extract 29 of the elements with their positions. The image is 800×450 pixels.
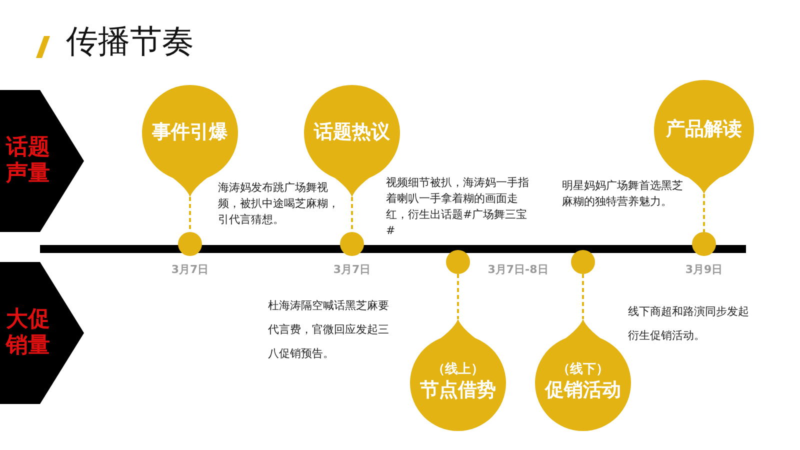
timeline-dot: [340, 232, 364, 256]
page-title: 传播节奏: [66, 21, 194, 62]
dashed-connector: [189, 197, 191, 232]
description-text: 海涛妈发布跳广场舞视频，被扒中途喝芝麻糊，引代言猜想。: [218, 180, 340, 228]
timeline-dot: [692, 232, 716, 256]
node-subtitle: （线上）: [431, 361, 485, 378]
dashed-connector: [703, 194, 705, 232]
date-label: 3月7日: [332, 262, 372, 278]
date-label: 3月9日: [684, 262, 724, 278]
dashed-connector: [582, 274, 584, 319]
node-title: 节点借势: [419, 379, 497, 402]
date-label: 3月7日: [170, 262, 210, 278]
timeline-dot: [178, 232, 202, 256]
node-subtitle: （线下）: [556, 361, 610, 378]
node-title: 话题热议: [312, 121, 391, 144]
date-label: 3月7日-8日: [486, 262, 550, 278]
node-title: 促销活动: [544, 379, 622, 402]
description-text: 杜海涛隔空喊话黑芝麻要代言费，官微回应发起三八促销预告。: [268, 298, 390, 362]
node-title: 产品解读: [665, 118, 743, 141]
node-title: 事件引爆: [151, 121, 229, 144]
dashed-connector: [351, 197, 353, 232]
banner-text: 大促销量: [6, 307, 51, 359]
description-text: 视频细节被扒，海涛妈一手指着喇叭一手拿着糊的画面走红，衍生出话题#广场舞三宝#: [386, 175, 530, 239]
banner-text: 话题声量: [6, 135, 51, 187]
timeline-dot: [446, 250, 470, 274]
description-text: 明星妈妈广场舞首选黑芝麻糊的独特营养魅力。: [562, 178, 684, 210]
dashed-connector: [457, 274, 459, 319]
description-text: 线下商超和路演同步发起衍生促销活动。: [628, 304, 750, 344]
timeline-dot: [571, 250, 595, 274]
